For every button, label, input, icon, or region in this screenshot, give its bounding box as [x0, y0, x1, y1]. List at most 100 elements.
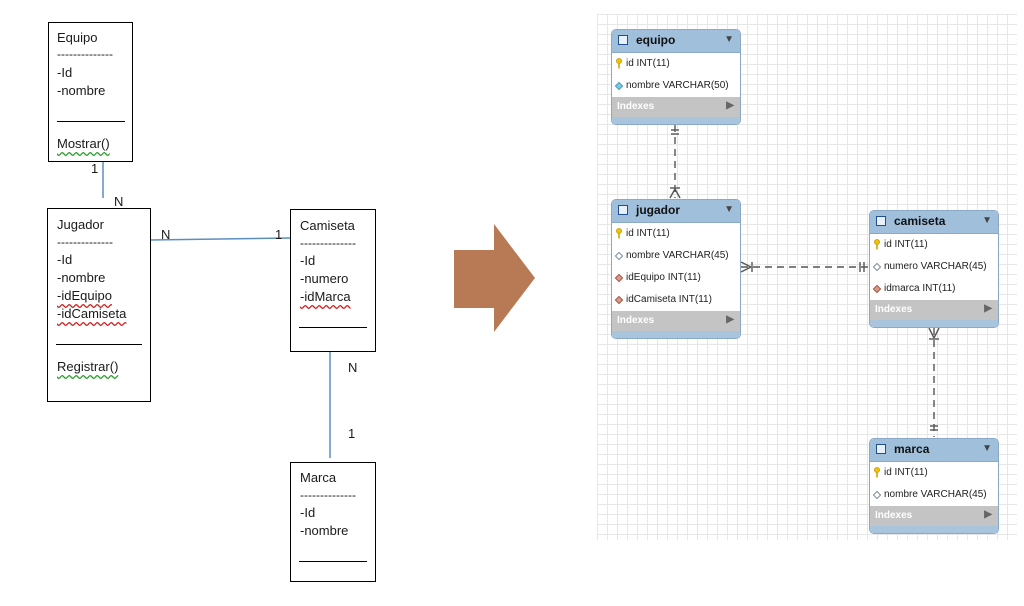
- column-label: id INT(11): [626, 58, 670, 69]
- indexes-section[interactable]: Indexes ▶: [870, 300, 998, 320]
- attribute: -idMarca: [300, 289, 351, 304]
- column-diamond-icon: [614, 81, 624, 91]
- multiplicity-label: 1: [91, 161, 99, 176]
- collapse-caret-icon[interactable]: ▼: [724, 204, 734, 215]
- column-label: id INT(11): [884, 467, 928, 478]
- column-row[interactable]: id INT(11): [612, 223, 740, 245]
- column-row[interactable]: nombre VARCHAR(50): [612, 75, 740, 97]
- rel-jugador-camiseta: [740, 261, 869, 273]
- column-row[interactable]: nombre VARCHAR(45): [612, 245, 740, 267]
- rel-marca-camiseta: [928, 327, 940, 437]
- uml-class-camiseta: Camiseta -------------- -Id -numero -idM…: [290, 209, 376, 352]
- table-header[interactable]: jugador ▼: [612, 200, 740, 223]
- collapse-caret-icon[interactable]: ▼: [982, 443, 992, 454]
- eer-table-jugador[interactable]: jugador ▼ id INT(11) nombre VARCHAR(45) …: [611, 199, 741, 339]
- class-name: Jugador: [57, 217, 104, 232]
- jugador-camiseta-line: [149, 237, 291, 241]
- expand-arrow-icon[interactable]: ▶: [984, 509, 992, 520]
- separator: --------------: [57, 47, 113, 61]
- attribute: -idEquipo: [57, 288, 112, 303]
- table-icon: [618, 35, 628, 45]
- column-row[interactable]: id INT(11): [612, 53, 740, 75]
- collapse-caret-icon[interactable]: ▼: [724, 34, 734, 45]
- table-header[interactable]: equipo ▼: [612, 30, 740, 53]
- column-row[interactable]: idEquipo INT(11): [612, 267, 740, 289]
- attribute: -nombre: [300, 523, 349, 538]
- indexes-section[interactable]: Indexes ▶: [612, 97, 740, 117]
- column-label: id INT(11): [884, 239, 928, 250]
- eer-table-equipo[interactable]: equipo ▼ id INT(11) nombre VARCHAR(50) I…: [611, 29, 741, 125]
- column-row[interactable]: id INT(11): [870, 234, 998, 256]
- indexes-label: Indexes: [875, 304, 913, 315]
- table-name: marca: [894, 442, 930, 456]
- foreign-key-icon: [614, 295, 624, 305]
- table-name: camiseta: [894, 214, 946, 228]
- eer-table-marca[interactable]: marca ▼ id INT(11) nombre VARCHAR(45) In…: [869, 438, 999, 534]
- indexes-label: Indexes: [617, 315, 655, 326]
- expand-arrow-icon[interactable]: ▶: [984, 303, 992, 314]
- primary-key-icon: [874, 239, 880, 250]
- separator: --------------: [300, 236, 356, 250]
- eer-table-camiseta[interactable]: camiseta ▼ id INT(11) numero VARCHAR(45)…: [869, 210, 999, 328]
- indexes-section[interactable]: Indexes ▶: [870, 506, 998, 526]
- attribute: -Id: [57, 252, 73, 267]
- table-icon: [876, 444, 886, 454]
- primary-key-icon: [616, 228, 622, 239]
- divider: [299, 561, 367, 562]
- foreign-key-icon: [872, 284, 882, 294]
- column-diamond-icon: [872, 490, 882, 500]
- table-header[interactable]: camiseta ▼: [870, 211, 998, 234]
- right-arrow-icon: [454, 224, 535, 332]
- attribute: -Id: [57, 65, 73, 80]
- attribute: -nombre: [57, 270, 106, 285]
- multiplicity-label: N: [348, 360, 358, 375]
- uml-class-jugador: Jugador -------------- -Id -nombre -idEq…: [47, 208, 151, 402]
- attribute: -Id: [300, 505, 316, 520]
- table-icon: [876, 216, 886, 226]
- attribute: -Id: [300, 253, 316, 268]
- column-diamond-icon: [614, 251, 624, 261]
- indexes-section[interactable]: Indexes ▶: [612, 311, 740, 331]
- indexes-label: Indexes: [617, 101, 655, 112]
- collapse-caret-icon[interactable]: ▼: [982, 215, 992, 226]
- divider: [56, 344, 142, 345]
- column-row[interactable]: id INT(11): [870, 462, 998, 484]
- table-name: equipo: [636, 33, 676, 47]
- multiplicity-label: 1: [348, 426, 356, 441]
- multiplicity-label: N: [114, 194, 124, 209]
- separator: --------------: [57, 235, 113, 249]
- column-diamond-icon: [872, 262, 882, 272]
- primary-key-icon: [616, 58, 622, 69]
- attribute: -idCamiseta: [57, 306, 127, 321]
- table-name: jugador: [636, 203, 680, 217]
- expand-arrow-icon[interactable]: ▶: [726, 100, 734, 111]
- column-row[interactable]: numero VARCHAR(45): [870, 256, 998, 278]
- multiplicity-label: N: [161, 227, 171, 242]
- uml-class-marca: Marca -------------- -Id -nombre: [290, 462, 376, 582]
- method: Registrar(): [57, 359, 119, 374]
- expand-arrow-icon[interactable]: ▶: [726, 314, 734, 325]
- column-row[interactable]: idmarca INT(11): [870, 278, 998, 300]
- multiplicity-label: 1: [275, 227, 283, 242]
- table-footer: [870, 526, 998, 533]
- table-footer: [870, 320, 998, 327]
- separator: --------------: [300, 488, 356, 502]
- table-footer: [612, 331, 740, 338]
- divider: [57, 121, 125, 122]
- foreign-key-icon: [614, 273, 624, 283]
- column-label: idEquipo INT(11): [626, 272, 701, 283]
- attribute: -numero: [300, 271, 349, 286]
- column-label: nombre VARCHAR(45): [884, 489, 987, 500]
- class-name: Marca: [300, 470, 337, 485]
- column-row[interactable]: nombre VARCHAR(45): [870, 484, 998, 506]
- column-label: numero VARCHAR(45): [884, 261, 987, 272]
- column-label: nombre VARCHAR(45): [626, 250, 729, 261]
- attribute: -nombre: [57, 83, 106, 98]
- divider: [299, 327, 367, 328]
- class-name: Camiseta: [300, 218, 355, 233]
- table-header[interactable]: marca ▼: [870, 439, 998, 462]
- method: Mostrar(): [57, 136, 110, 151]
- column-row[interactable]: idCamiseta INT(11): [612, 289, 740, 311]
